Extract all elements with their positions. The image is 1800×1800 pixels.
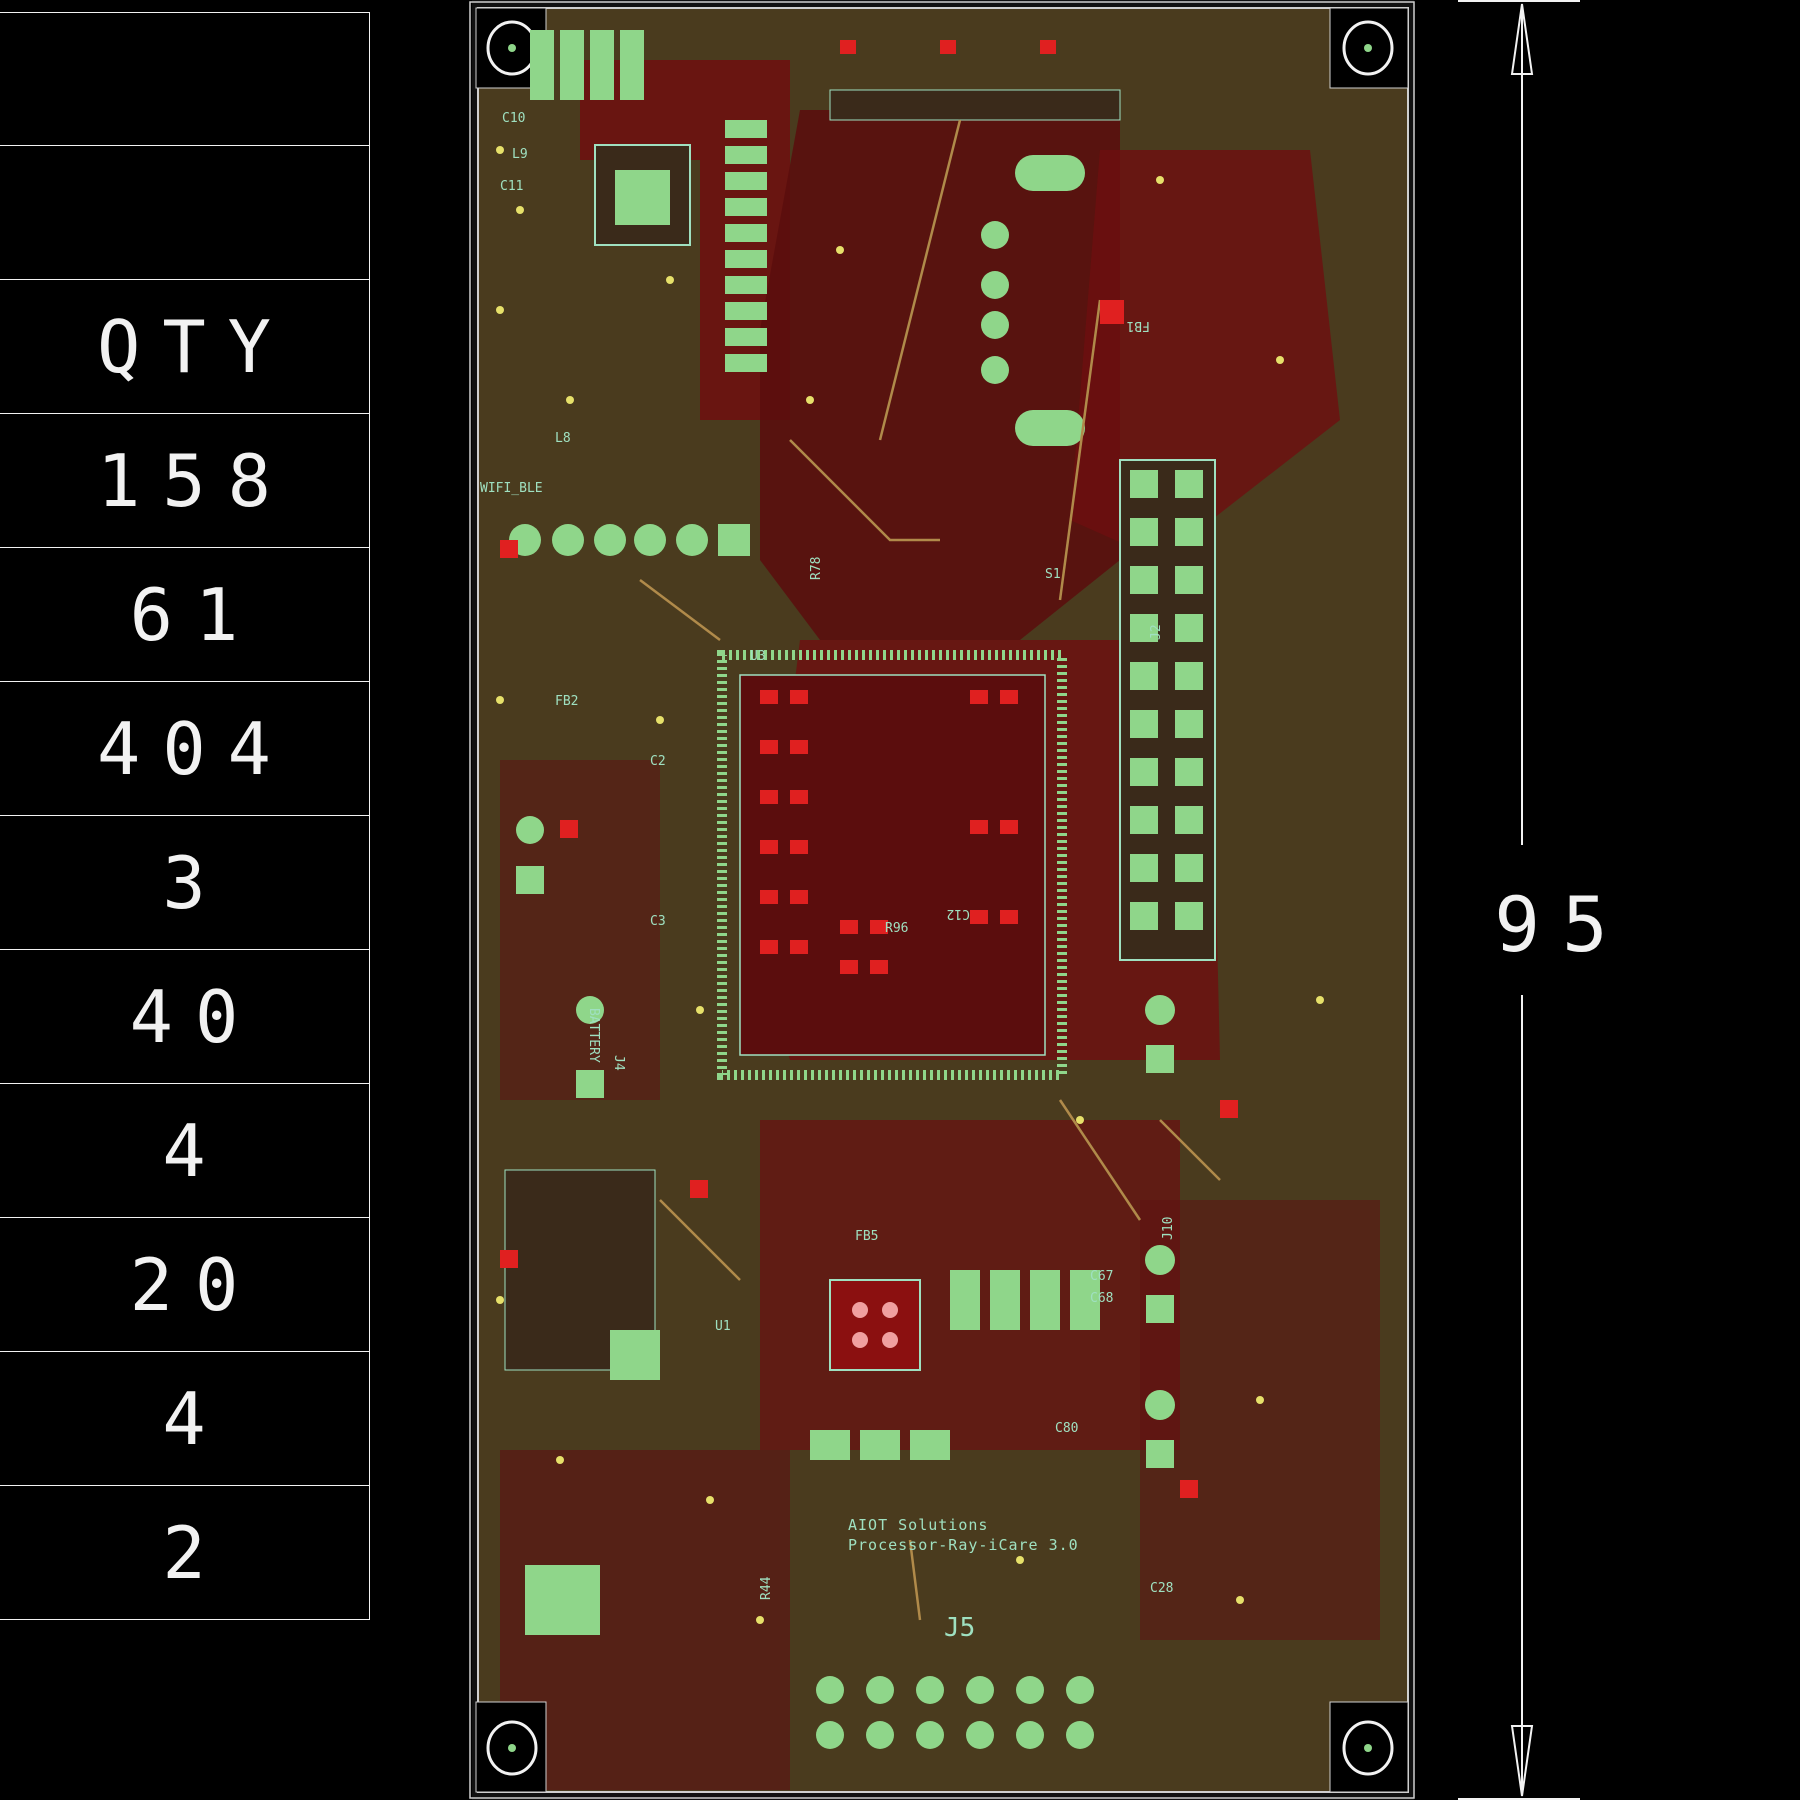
label-l9: L9 [512,147,528,162]
pin-header-2x10 [1119,459,1216,961]
table-row: 40 [0,950,370,1084]
smd-pads [500,40,1238,1498]
label-c10: C10 [502,111,525,126]
label-fb5: FB5 [855,1229,878,1244]
copper-pour [1140,1200,1380,1640]
mounting-hole-top-right [1329,7,1409,89]
table-row [0,12,370,146]
qfn-thermal-pad [852,1302,898,1348]
pcb-layout: WIFI_BLE BATTERY J5 J4 L8 L9 FB1 FB2 FB5… [469,0,1415,1800]
vias [496,146,1324,1624]
table-row: 4 [0,1352,370,1486]
label-c67: C67 [1090,1269,1113,1284]
qfn-chip-bottom [525,1565,600,1635]
table-header-qty: QTY [0,280,370,414]
qfn-thermal-pad [615,170,670,225]
crystal [1015,155,1085,446]
capacitor-bank [810,1270,1100,1460]
qfn-chip-lower [829,1279,921,1371]
copper-pour [500,760,660,1100]
label-battery: BATTERY [586,1008,601,1063]
label-l8: L8 [555,431,571,446]
through-hole-header [981,221,1009,384]
table-row: 158 [0,414,370,548]
regulator-chip [610,1330,660,1380]
header-j5 [816,1676,1094,1749]
table-row [0,146,370,280]
board-edge [469,1,1415,1799]
label-c12: C12 [947,906,970,921]
header-pins-top [530,30,644,100]
arrow-up-icon [1510,3,1534,75]
label-wifi-ble: WIFI_BLE [480,481,543,496]
copper-pour [1070,150,1340,560]
copper-pour [500,1450,790,1790]
mcu-lqfp [717,650,1067,1080]
label-s1: S1 [1045,567,1061,582]
table-row: 3 [0,816,370,950]
dimension-value: 95 [1472,880,1630,969]
label-c68: C68 [1090,1291,1113,1306]
board-product-text: Processor-Ray-iCare 3.0 [848,1536,1079,1554]
copper-pour [760,110,1120,640]
ffc-connector [829,89,1121,121]
label-c3: C3 [650,914,666,929]
label-j5: J5 [944,1613,975,1643]
arrow-down-icon [1510,1725,1534,1797]
table-row: 20 [0,1218,370,1352]
table-row: 404 [0,682,370,816]
six-pin-header [509,524,750,556]
label-j2: J2 [1149,624,1164,640]
label-c2: C2 [650,754,666,769]
label-c28: C28 [1150,1581,1173,1596]
mounting-hole-bottom-right [1329,1701,1409,1793]
board-company-text: AIOT Solutions [848,1516,988,1534]
dimension-line [1458,0,1580,1800]
table-row: 2 [0,1486,370,1620]
label-fb1: FB1 [1127,318,1150,333]
table-row: 61 [0,548,370,682]
label-r78: R78 [809,557,824,580]
smd-components-mcu [760,690,1018,974]
label-u1: U1 [715,1319,731,1334]
label-fb2: FB2 [555,694,578,709]
signal-traces [639,119,1221,1621]
quantity-table: QTY 158 61 404 3 40 4 20 4 2 [0,12,370,1620]
label-r44: R44 [759,1576,774,1600]
table-row: 4 [0,1084,370,1218]
resistor-array [725,120,767,372]
label-u3: U3 [750,649,766,664]
mounting-hole-bottom-left [475,1701,547,1793]
label-r96: R96 [885,921,908,936]
label-j10: J10 [1161,1217,1176,1240]
label-c11: C11 [500,179,523,194]
through-hole-pads [516,816,1175,1468]
label-j4: J4 [611,1055,626,1071]
label-c80: C80 [1055,1421,1078,1436]
